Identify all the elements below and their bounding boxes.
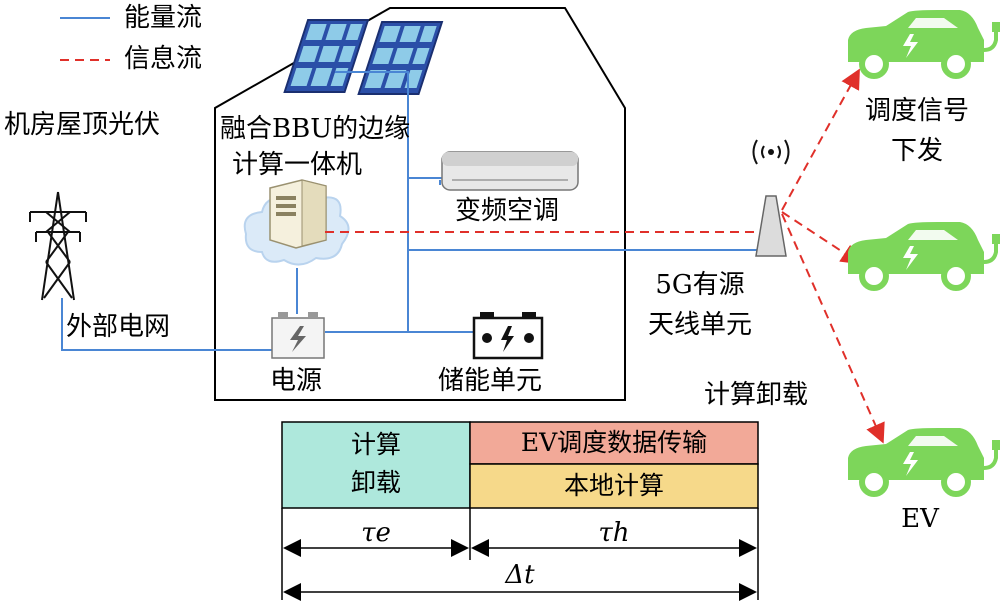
timeline-ev-transfer: EV调度数据传输	[520, 428, 708, 457]
info-flow-lines	[325, 68, 885, 444]
ev-car-icon-1	[848, 10, 1000, 76]
power-label: 电源	[270, 366, 323, 396]
storage-battery-icon	[472, 312, 544, 360]
legend-info-label: 信息流	[124, 44, 203, 74]
timeline-local-compute: 本地计算	[563, 471, 664, 500]
ev-car-icon-3	[848, 428, 1000, 494]
solar-panel-icon	[283, 19, 444, 95]
tau-h-label: τh	[598, 518, 630, 548]
bbu-label-line2: 计算一体机	[232, 150, 363, 180]
bbu-label-line1: 融合BBU的边缘	[220, 114, 411, 144]
timeline-table	[281, 421, 759, 601]
legend-energy-label: 能量流	[124, 3, 203, 33]
power-supply-icon	[271, 312, 325, 359]
grid-label: 外部电网	[66, 312, 171, 342]
offload-label: 计算卸载	[704, 380, 809, 410]
timeline-offload-line2: 卸载	[350, 468, 401, 497]
antenna-label-line1: 5G有源	[655, 270, 745, 300]
ev-car-icon-2	[848, 222, 1000, 288]
ev-label: EV	[901, 504, 939, 534]
house-outline	[214, 7, 626, 401]
antenna-icon	[752, 139, 790, 257]
dispatch-label-line2: 下发	[890, 136, 943, 166]
tau-e-label: τe	[361, 518, 391, 548]
ac-label: 变频空调	[455, 196, 560, 226]
dispatch-label-line1: 调度信号	[864, 96, 969, 126]
timeline-offload-line1: 计算	[350, 430, 401, 459]
air-conditioner-icon	[441, 151, 579, 191]
antenna-label-line2: 天线单元	[647, 310, 752, 340]
rooftop-pv-label: 机房屋顶光伏	[4, 110, 161, 140]
transmission-tower-icon	[29, 191, 87, 301]
legend	[60, 17, 110, 61]
storage-label: 储能单元	[438, 366, 543, 396]
energy-flow-lines	[61, 71, 760, 351]
delta-t-label: Δt	[505, 560, 535, 590]
edge-server-icon	[243, 179, 350, 266]
